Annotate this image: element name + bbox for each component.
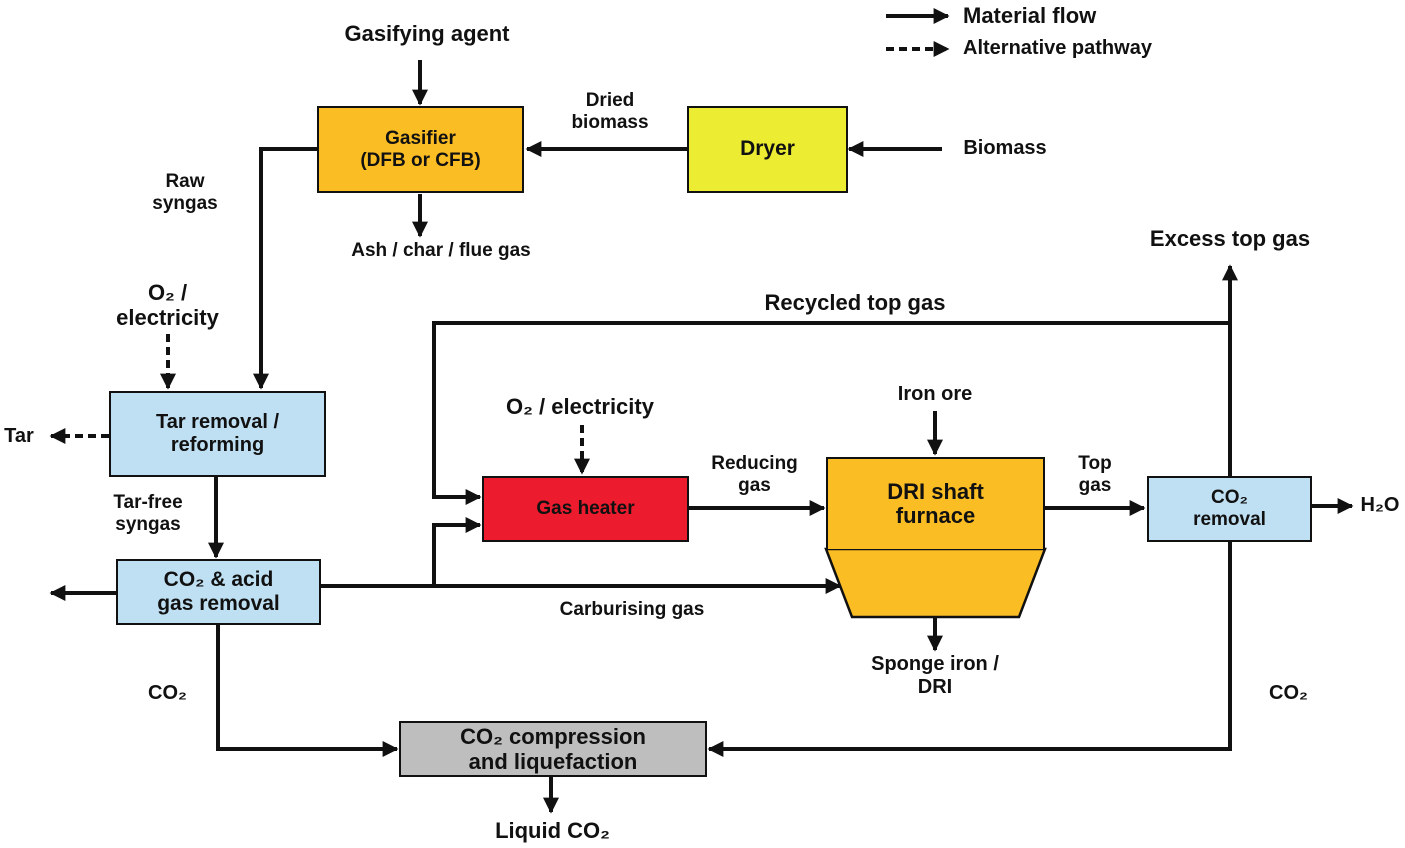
tar-removal-line-2: reforming: [170, 434, 265, 456]
sponge-iron-label: Sponge iron / DRI: [855, 653, 1015, 699]
reducing-gas-line-2: gas: [738, 474, 771, 496]
co2-removal-box: CO₂ removal: [1147, 476, 1312, 542]
gasifier-line-1: Gasifier: [385, 127, 456, 149]
biomass-label: Biomass: [963, 137, 1047, 159]
co2-compression-box: CO₂ compression and liquefaction: [399, 721, 707, 777]
sponge-iron-line-1: Sponge iron /: [871, 653, 999, 675]
ash-label: Ash / char / flue gas: [351, 240, 531, 261]
gasifier-line-2: (DFB or CFB): [360, 149, 481, 171]
co2-compression-line-1: CO₂ compression: [460, 723, 646, 749]
legend-alternative-pathway-label: Alternative pathway: [963, 37, 1152, 59]
dried-biomass-label: Dried biomass: [560, 90, 660, 134]
co2-right-arrow: [707, 540, 1232, 757]
tar-removal-box: Tar removal / reforming: [109, 391, 326, 477]
sponge-iron-line-2: DRI: [917, 676, 953, 698]
tar-removal-line-1: Tar removal /: [155, 411, 280, 433]
dri-furnace-line-2: furnace: [895, 503, 976, 528]
tar-free-syngas-line-1: Tar-free: [113, 492, 183, 513]
tar-free-syngas-line-2: syngas: [115, 513, 181, 535]
dryer-box: Dryer: [687, 106, 848, 193]
tar-label: Tar: [4, 425, 34, 447]
co2-acid-removal-box: CO₂ & acid gas removal: [116, 559, 321, 625]
raw-syngas-line-2: syngas: [152, 192, 218, 214]
recycled-top-gas-arrow: [432, 321, 1230, 505]
excess-top-gas-label: Excess top gas: [1149, 226, 1311, 251]
top-gas-line-2: gas: [1078, 474, 1112, 496]
carburising-gas-label: Carburising gas: [559, 599, 705, 620]
dried-biomass-line-1: Dried: [585, 90, 635, 111]
co2-removal-line-1: CO₂: [1211, 487, 1248, 509]
dri-furnace-line-1: DRI shaft: [887, 478, 984, 504]
top-gas-line-1: Top: [1078, 453, 1112, 474]
tar-free-syngas-label: Tar-free syngas: [98, 492, 198, 536]
iron-ore-label: Iron ore: [897, 383, 973, 405]
co2-acid-line-2: gas removal: [157, 592, 280, 615]
raw-syngas-arrow: [253, 147, 317, 390]
dri-furnace-hopper: [824, 547, 1047, 619]
reducing-gas-line-1: Reducing: [711, 453, 798, 474]
o2-electricity-left-line-1: O₂ /: [147, 280, 188, 305]
raw-syngas-line-1: Raw: [165, 171, 205, 192]
dryer-label: Dryer: [740, 137, 795, 161]
co2-left-label: CO₂: [148, 682, 187, 704]
co2-left-arrow: [216, 625, 399, 757]
recycled-top-gas-label: Recycled top gas: [764, 290, 946, 315]
syngas-to-heater-arrow: [432, 517, 482, 586]
gasifying-agent-label: Gasifying agent: [344, 21, 510, 46]
gas-heater-label: Gas heater: [536, 498, 635, 520]
dri-furnace-box: DRI shaft furnace: [826, 457, 1045, 549]
top-gas-label: Top gas: [1065, 453, 1125, 497]
liquid-co2-label: Liquid CO₂: [495, 818, 610, 843]
co2-right-label: CO₂: [1269, 682, 1308, 704]
reducing-gas-label: Reducing gas: [697, 453, 812, 497]
o2-electricity-left-label: O₂ / electricity: [100, 280, 235, 331]
gasifier-box: Gasifier (DFB or CFB): [317, 106, 524, 193]
co2-compression-line-2: and liquefaction: [468, 749, 638, 774]
co2-removal-line-2: removal: [1193, 509, 1266, 530]
o2-electricity-heater-label: O₂ / electricity: [506, 394, 654, 419]
raw-syngas-label: Raw syngas: [135, 171, 235, 215]
gas-heater-box: Gas heater: [482, 476, 689, 542]
h2o-label: H₂O: [1360, 494, 1400, 516]
o2-electricity-left-line-2: electricity: [116, 305, 219, 331]
legend-material-flow-label: Material flow: [963, 3, 1097, 28]
co2-acid-line-1: CO₂ & acid: [163, 567, 274, 591]
dried-biomass-line-2: biomass: [571, 111, 649, 133]
